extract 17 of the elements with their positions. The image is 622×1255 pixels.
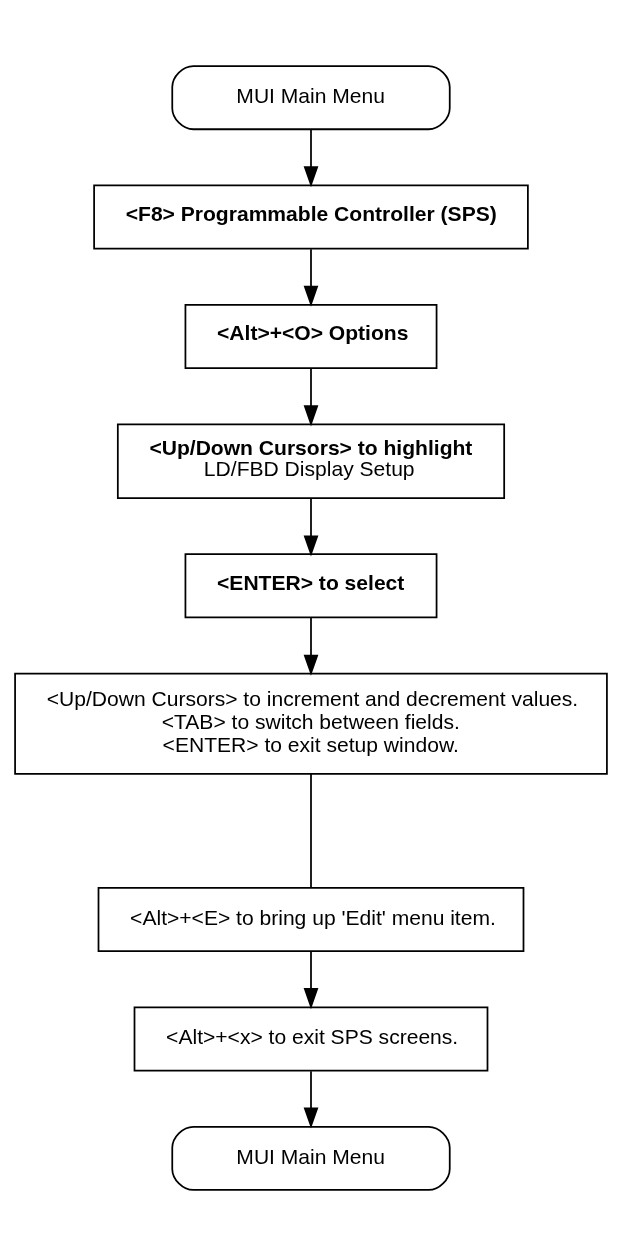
- node-box: <F8> Programmable Controller (SPS): [93, 184, 529, 250]
- arrow: [303, 950, 319, 1009]
- arrow: [303, 128, 319, 187]
- arrow: [303, 497, 319, 557]
- node-box: <Alt>+<E> to bring up 'Edit' menu item.: [97, 886, 525, 952]
- arrow: [303, 616, 319, 676]
- arrow: [303, 247, 319, 307]
- arrow: [303, 366, 319, 426]
- node-box: <ENTER> to select: [184, 552, 438, 618]
- node-box: <Up/Down Cursors> to highlight LD/FBD Display Setup: [116, 422, 506, 499]
- node-box: <Alt>+<x> to exit SPS screens.: [133, 1005, 489, 1071]
- node-box: <Alt>+<O> Options: [184, 303, 438, 369]
- node-box: MUI Main Menu: [171, 1125, 451, 1191]
- connector: [310, 772, 312, 889]
- arrow: [303, 1069, 319, 1129]
- node-box: MUI Main Menu: [171, 64, 451, 130]
- node-box: <Up/Down Cursors> to increment and decrement values. <TAB> to switch between fields. <ENTER> to exit setup window.: [14, 672, 608, 775]
